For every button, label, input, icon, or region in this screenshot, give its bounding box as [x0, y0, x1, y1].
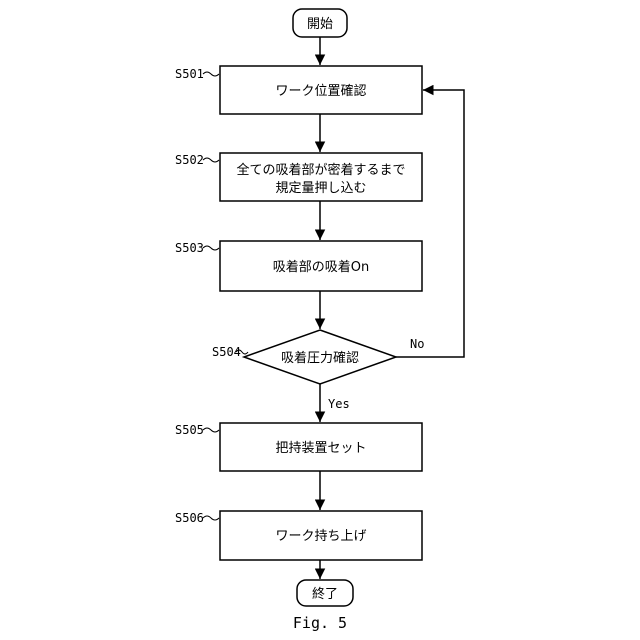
leader-squiggle: [203, 72, 219, 76]
step-s505-id: S505: [175, 423, 204, 437]
step-s503-text: 吸着部の吸着On: [273, 259, 369, 275]
step-s503: 吸着部の吸着On S503: [175, 241, 422, 291]
step-s505: 把持装置セット S505: [175, 423, 422, 471]
step-s502-id: S502: [175, 153, 204, 167]
step-s506-id: S506: [175, 511, 204, 525]
decision-s504-text: 吸着圧力確認: [281, 350, 359, 366]
decision-s504: 吸着圧力確認 S504: [212, 330, 396, 384]
step-s501-id: S501: [175, 67, 204, 81]
leader-squiggle: [203, 428, 219, 432]
no-label: No: [410, 337, 424, 351]
leader-squiggle: [203, 158, 219, 162]
figure-caption: Fig. 5: [293, 614, 347, 632]
step-s506: ワーク持ち上げ S506: [175, 511, 422, 560]
step-s501-text: ワーク位置確認: [275, 83, 366, 99]
leader-squiggle: [203, 516, 219, 520]
end-terminal: 終了: [297, 580, 353, 606]
step-s502-text-line1: 全ての吸着部が密着するまで: [236, 162, 405, 178]
start-terminal: 開始: [293, 9, 347, 37]
leader-squiggle: [203, 246, 219, 250]
step-s503-id: S503: [175, 241, 204, 255]
end-label: 終了: [312, 586, 338, 602]
step-s502-text-line2: 規定量押し込む: [275, 181, 366, 196]
arrow-no-loop: [396, 90, 464, 357]
yes-label: Yes: [328, 397, 350, 411]
start-label: 開始: [307, 17, 333, 32]
step-s502: 全ての吸着部が密着するまで 規定量押し込む S502: [175, 153, 422, 201]
step-s506-text: ワーク持ち上げ: [275, 529, 366, 544]
step-s501: ワーク位置確認 S501: [175, 66, 422, 114]
step-s505-text: 把持装置セット: [275, 441, 366, 456]
